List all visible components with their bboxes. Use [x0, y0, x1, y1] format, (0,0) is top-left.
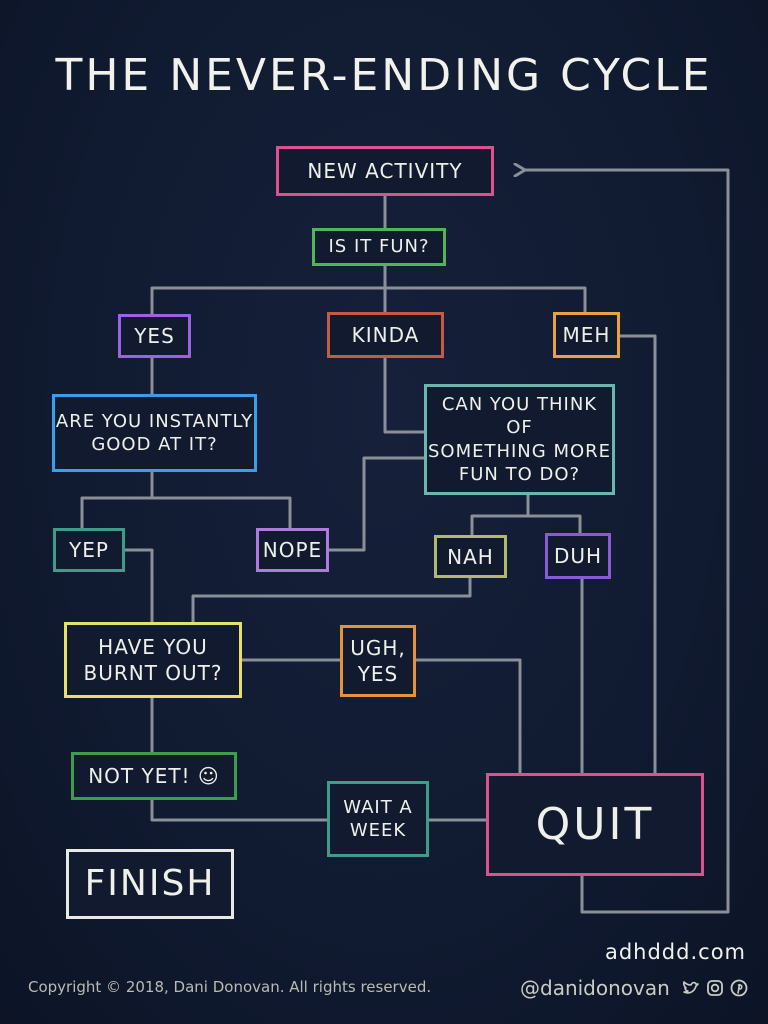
node-finish: FINISH — [66, 849, 234, 919]
twitter-icon — [682, 979, 700, 997]
line-good-branches — [80, 470, 292, 530]
page-title: THE NEVER-ENDING CYCLE — [55, 50, 713, 101]
node-nope: NOPE — [256, 528, 329, 572]
copyright-text: Copyright © 2018, Dani Donovan. All righ… — [28, 978, 432, 996]
line-yep-to-burnt — [122, 548, 154, 624]
social-handle: @danidonovan — [520, 976, 670, 1000]
node-wait-a-week: WAIT A WEEK — [327, 781, 429, 857]
line-ugh-to-quit — [414, 658, 522, 775]
node-meh: MEH — [553, 312, 620, 358]
site-url: adhddd.com — [604, 940, 746, 964]
node-yes: YES — [118, 314, 191, 358]
line-meh-to-quit — [618, 334, 657, 775]
node-not-yet: NOT YET! ☺ — [71, 752, 237, 800]
node-new-activity: NEW ACTIVITY — [276, 146, 494, 196]
line-notyet-to-wait — [150, 798, 329, 822]
node-kinda: KINDA — [327, 312, 444, 358]
node-can-you-think-of-more-fun: CAN YOU THINK OF SOMETHING MORE FUN TO D… — [424, 384, 615, 495]
node-have-you-burnt-out: HAVE YOU BURNT OUT? — [64, 622, 242, 698]
instagram-icon — [706, 979, 724, 997]
line-kinda-to-think — [383, 356, 426, 434]
line-isfun-branches — [150, 262, 587, 316]
node-are-you-instantly-good: ARE YOU INSTANTLY GOOD AT IT? — [52, 394, 257, 472]
node-ugh-yes: UGH, YES — [340, 625, 416, 697]
line-quit-loop-back — [525, 170, 730, 914]
node-quit: QUIT — [486, 773, 704, 876]
node-duh: DUH — [545, 533, 611, 579]
pinterest-icon — [730, 979, 748, 997]
line-nope-to-think — [326, 456, 426, 552]
node-is-it-fun: IS IT FUN? — [312, 228, 446, 266]
node-nah: NAH — [434, 535, 507, 578]
node-yep: YEP — [53, 528, 125, 572]
line-nah-to-burnt — [191, 576, 472, 624]
line-think-branches — [470, 493, 582, 537]
